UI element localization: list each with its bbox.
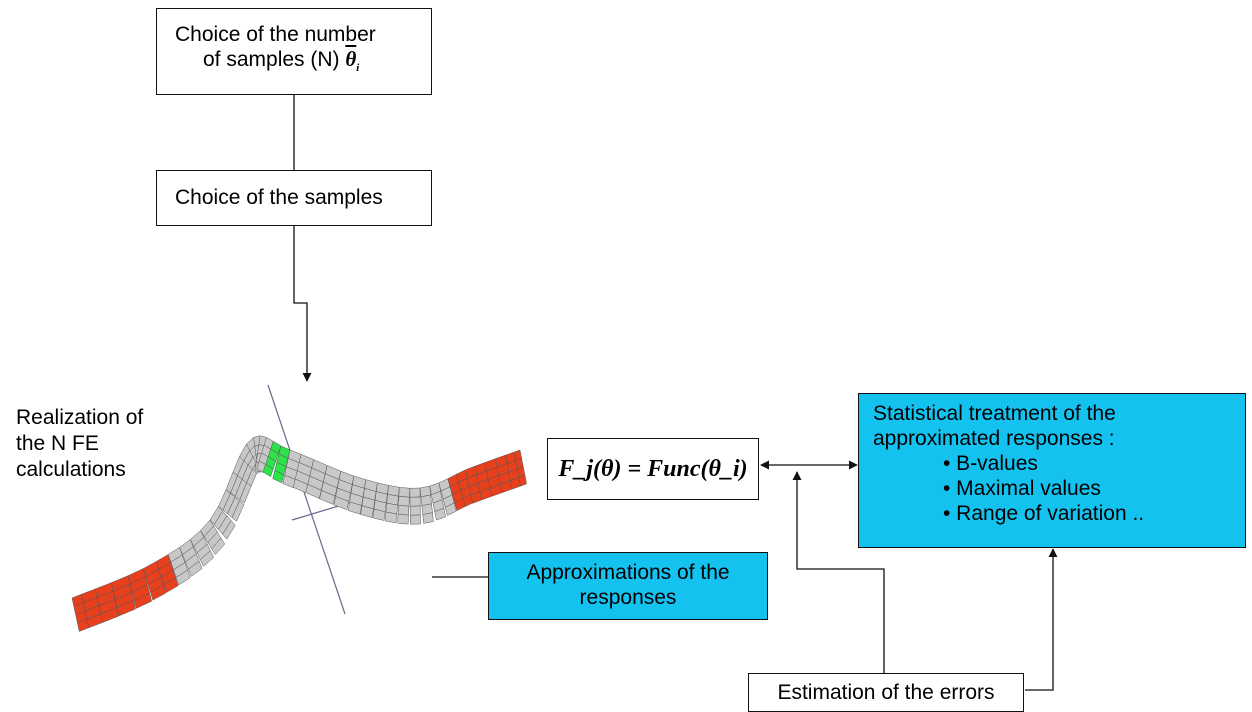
stat-bullet-maximal-values: • Maximal values [943, 477, 1101, 500]
mesh-element [372, 508, 386, 521]
approximations-line2: responses [579, 586, 677, 609]
mesh-element [175, 569, 191, 586]
mesh-element [444, 502, 457, 516]
mesh-element [231, 500, 245, 522]
mesh-element [188, 560, 203, 577]
mesh-element [434, 507, 446, 521]
mesh-element [199, 550, 214, 567]
connector-errors-to-formula [792, 471, 885, 673]
mesh-element [333, 496, 349, 511]
connector-samples-to-realization [293, 226, 312, 382]
mesh-axis-line [267, 384, 346, 615]
mesh-element [100, 607, 119, 623]
realization-line2: the N FE [16, 432, 99, 455]
mesh-element [409, 514, 421, 525]
mesh-element [384, 511, 398, 524]
choice-number-line1: Choice of the number [175, 23, 376, 46]
stat-title-line1: Statistical treatment of the [873, 402, 1116, 425]
choice-number-of-samples-box: Choice of the number of samples (N) θi [156, 8, 432, 95]
choice-number-line2: of samples (N) θi [175, 47, 431, 81]
estimation-label: Estimation of the errors [777, 681, 995, 704]
approximations-line1: Approximations of the [526, 561, 730, 584]
mesh-element [222, 520, 236, 540]
choice-samples-label: Choice of the samples [175, 186, 383, 209]
connector-errors-to-stat [1025, 548, 1058, 691]
estimation-of-errors-box: Estimation of the errors [748, 673, 1024, 712]
mesh-element [211, 537, 226, 556]
mesh-element [518, 475, 527, 487]
stat-title-line2: approximated responses : [873, 427, 1115, 450]
realization-label: Realization of the N FE calculations [16, 405, 176, 483]
mesh-element [347, 501, 362, 515]
choice-number-text: of samples (N) [203, 48, 346, 71]
mesh-element [360, 505, 374, 518]
theta-symbol: θi [345, 47, 360, 75]
formula-box: F_j(θ) = Func(θ_i) [547, 438, 759, 500]
mesh-element [305, 484, 322, 499]
mesh-element [422, 512, 434, 524]
statistical-treatment-box: Statistical treatment of the approximate… [858, 393, 1246, 548]
mesh-element [163, 577, 179, 594]
formula-text: F_j(θ) = Func(θ_i) [558, 455, 748, 482]
mesh-element [272, 470, 285, 484]
mesh-strip [71, 435, 527, 632]
mesh-element [397, 513, 409, 525]
choice-of-samples-box: Choice of the samples [156, 170, 432, 226]
mesh-element [116, 600, 136, 617]
stat-bullet-b-values: • B-values [943, 452, 1038, 475]
realization-line3: calculations [16, 458, 126, 481]
approximations-box: Approximations of the responses [488, 552, 768, 620]
mesh-element [319, 490, 336, 505]
realization-line1: Realization of [16, 406, 144, 429]
mesh-element [150, 584, 167, 601]
mesh-element [133, 592, 152, 609]
mesh-element [262, 463, 274, 478]
stat-bullet-range: • Range of variation .. [943, 502, 1145, 525]
